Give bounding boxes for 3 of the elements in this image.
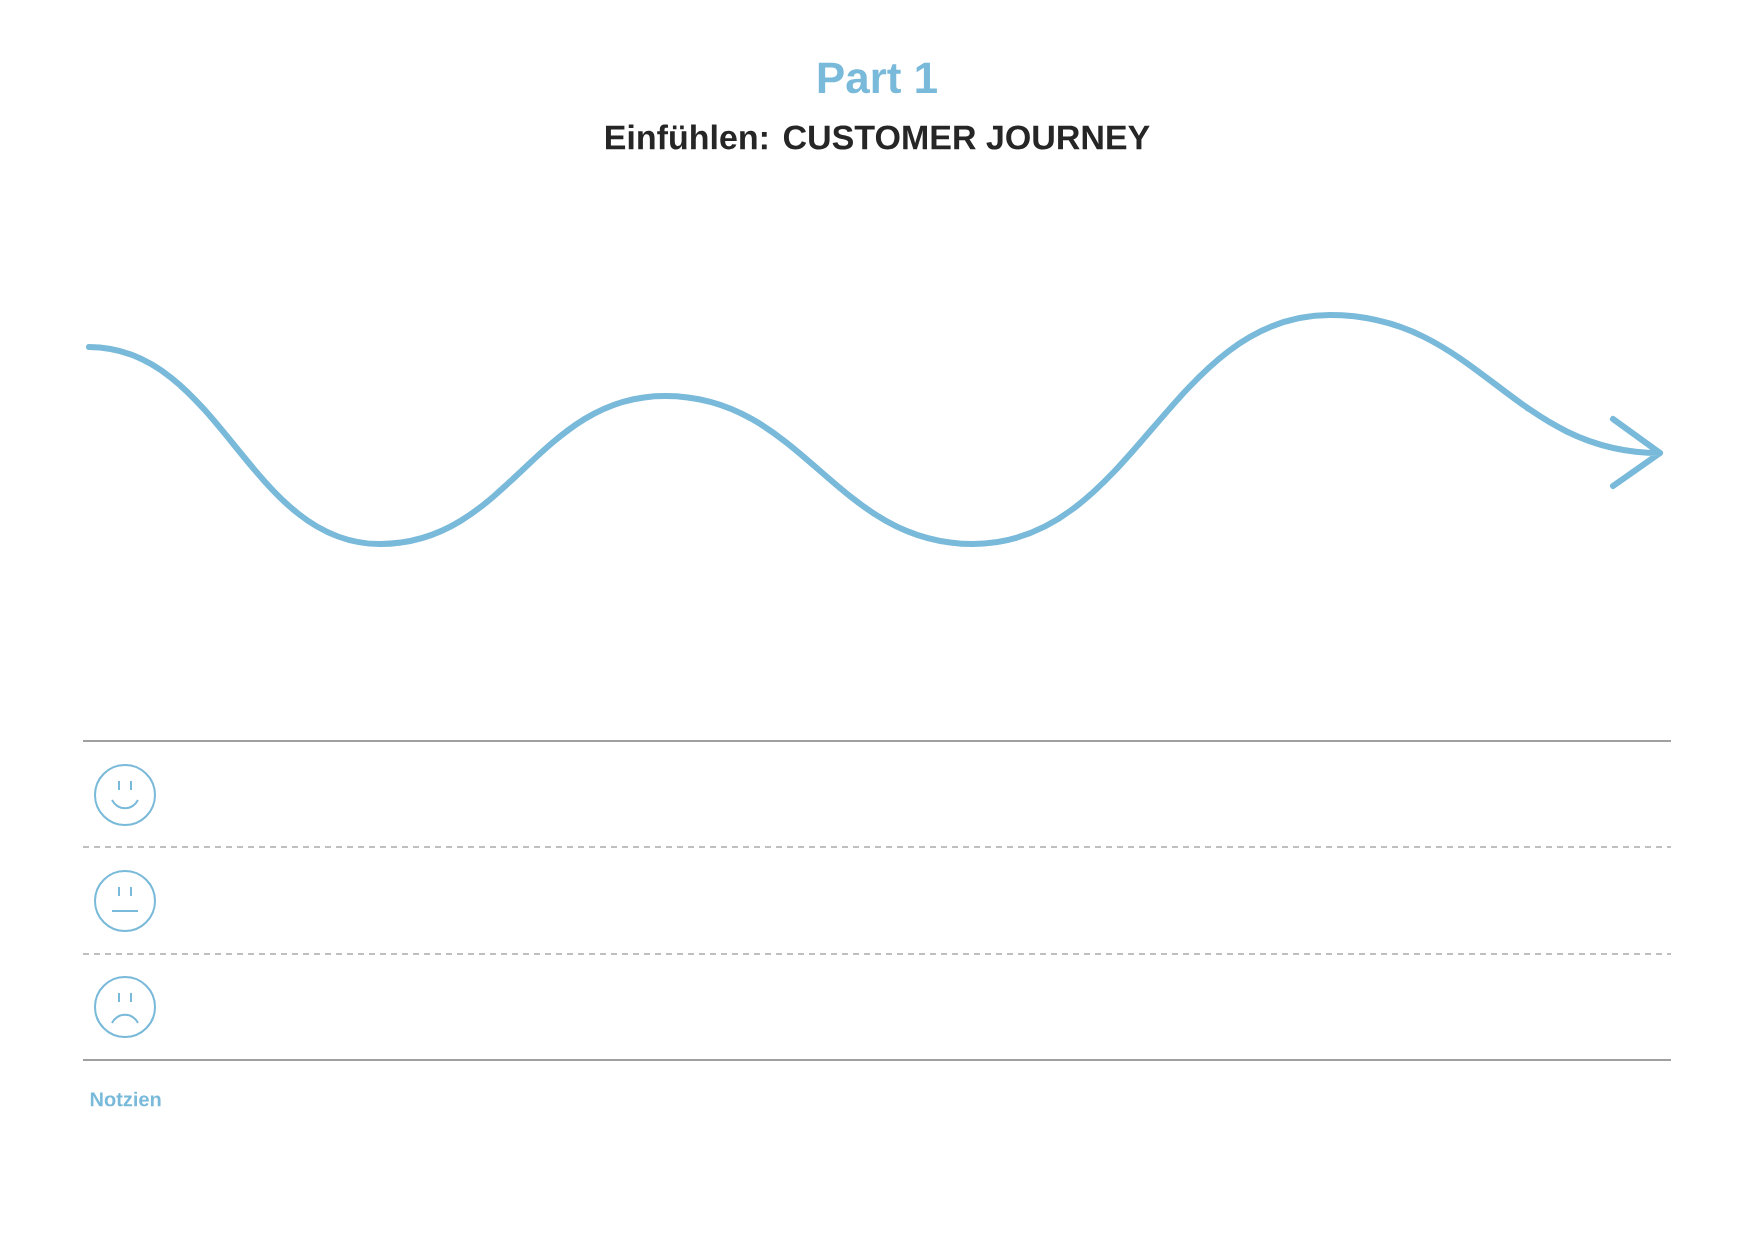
subtitle: Einfühlen: CUSTOMER JOURNEY [606,124,1150,150]
title: Part 1 [818,62,937,94]
notes-label: Notzien [90,1091,161,1107]
